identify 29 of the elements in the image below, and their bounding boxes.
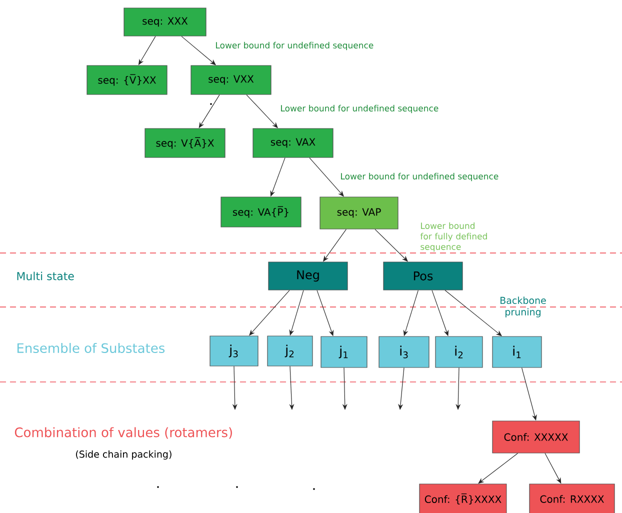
sequence-box: seq: XXX: [124, 8, 206, 36]
state-box: i$_{1}$: [492, 336, 542, 368]
sequence-box: seq: VXX: [190, 65, 272, 95]
state-box: i$_{2}$: [435, 336, 483, 368]
state-box: Neg: [268, 262, 348, 290]
arrow: [398, 368, 404, 410]
annotation-text: Lower bound for undefined sequence: [281, 104, 438, 114]
sequence-box: seq: VAP: [320, 196, 398, 230]
sequence-box: Conf: XXXXX: [492, 420, 580, 454]
state-box: j$_{2}$: [267, 336, 313, 366]
sequence-box: Conf: RXXXX: [529, 484, 615, 513]
state-box: i$_{3}$: [378, 336, 430, 368]
state-box: Pos: [383, 262, 463, 290]
annotation-text: Backbone pruning: [500, 296, 546, 318]
sequence-box: seq: {V̅}XX: [86, 65, 168, 95]
annotation-text: Multi state: [17, 272, 74, 280]
annotation-text: Lower bound for undefined sequence: [216, 42, 374, 50]
state-box: j$_{1}$: [320, 336, 368, 368]
annotation-text: (Side chain packing): [76, 450, 172, 460]
annotation-text: Lower bound for fully defined sequence: [420, 222, 487, 252]
sequence-box: seq: V{A̅}X: [144, 128, 226, 158]
sequence-box: seq: VAX: [252, 128, 334, 158]
state-box: j$_{3}$: [210, 336, 258, 366]
annotation-text: Combination of values (rotamers): [14, 427, 232, 439]
sequence-box: Conf: {R̅}XXXX: [419, 484, 507, 513]
annotation-text: Lower bound for undefined sequence: [341, 172, 498, 182]
sequence-box: seq: VA{P̅}: [220, 196, 302, 228]
arrow: [478, 453, 518, 484]
annotation-text: Ensemble of Substates: [17, 342, 165, 354]
